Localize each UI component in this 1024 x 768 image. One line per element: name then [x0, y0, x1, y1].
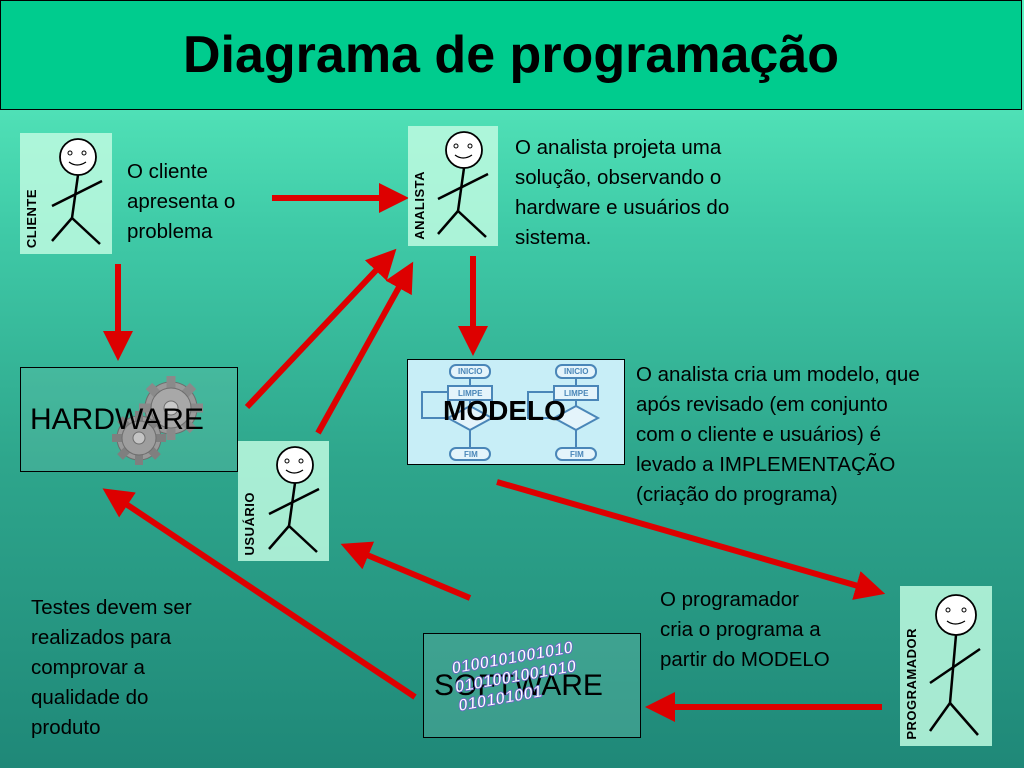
flowchart-start-label: INICIO — [564, 367, 588, 376]
arrow-software-to-usuario — [340, 541, 472, 601]
actor-cliente-label: CLIENTE — [24, 188, 39, 248]
modelo-description: O analista cria um modelo, que após revi… — [636, 363, 920, 506]
stick-figure-icon — [437, 131, 489, 238]
actor-usuario-label: USUÁRIO — [242, 491, 257, 555]
software-label: SOFTWARE — [434, 669, 603, 702]
flowchart-end-label: FIM — [464, 450, 478, 459]
stick-figure-icon — [928, 594, 981, 736]
actor-analista: ANALISTA — [408, 126, 498, 246]
testes-description: Testes devem ser realizados para comprov… — [31, 596, 192, 739]
cliente-description: O cliente apresenta o problema — [127, 160, 236, 243]
binary-code-graphic: 0100101001010 0101001001010 010101001 — [450, 637, 581, 715]
flowchart-icon: INICIO INICIO LIMPE LIMPE FIM FIM — [421, 364, 601, 461]
stick-figure-icon — [268, 446, 320, 553]
arrow-software-to-hardware — [102, 488, 417, 700]
actor-cliente: CLIENTE — [20, 133, 112, 254]
actor-usuario: USUÁRIO — [238, 441, 329, 561]
flowchart-end-label: FIM — [570, 450, 584, 459]
flowchart-start-label: INICIO — [458, 367, 482, 376]
actor-analista-label: ANALISTA — [412, 171, 427, 240]
modelo-box: INICIO INICIO LIMPE LIMPE FIM FIM MODELO — [407, 359, 625, 465]
arrow-modelo-to-programador — [496, 479, 886, 600]
actor-programador: PROGRAMADOR — [900, 586, 992, 746]
software-box: SOFTWARE 0100101001010 0101001001010 010… — [423, 633, 641, 738]
analista-description: O analista projeta uma solução, observan… — [515, 136, 730, 249]
title-bar: Diagrama de programação — [0, 0, 1022, 110]
flowchart-step-label: LIMPE — [564, 389, 589, 398]
arrow-usuario-to-analista — [315, 261, 414, 435]
modelo-label: MODELO — [443, 395, 566, 426]
hardware-box: HARDWARE — [20, 367, 238, 472]
programador-description: O programador cria o programa a partir d… — [660, 588, 830, 671]
flowchart-step-label: LIMPE — [458, 389, 483, 398]
stick-figure-icon — [51, 138, 103, 245]
actor-programador-label: PROGRAMADOR — [904, 628, 919, 740]
gears-icon — [112, 376, 203, 465]
arrow-hardware-to-analista — [244, 248, 397, 410]
hardware-label: HARDWARE — [30, 403, 204, 436]
page-title: Diagrama de programação — [182, 26, 840, 84]
